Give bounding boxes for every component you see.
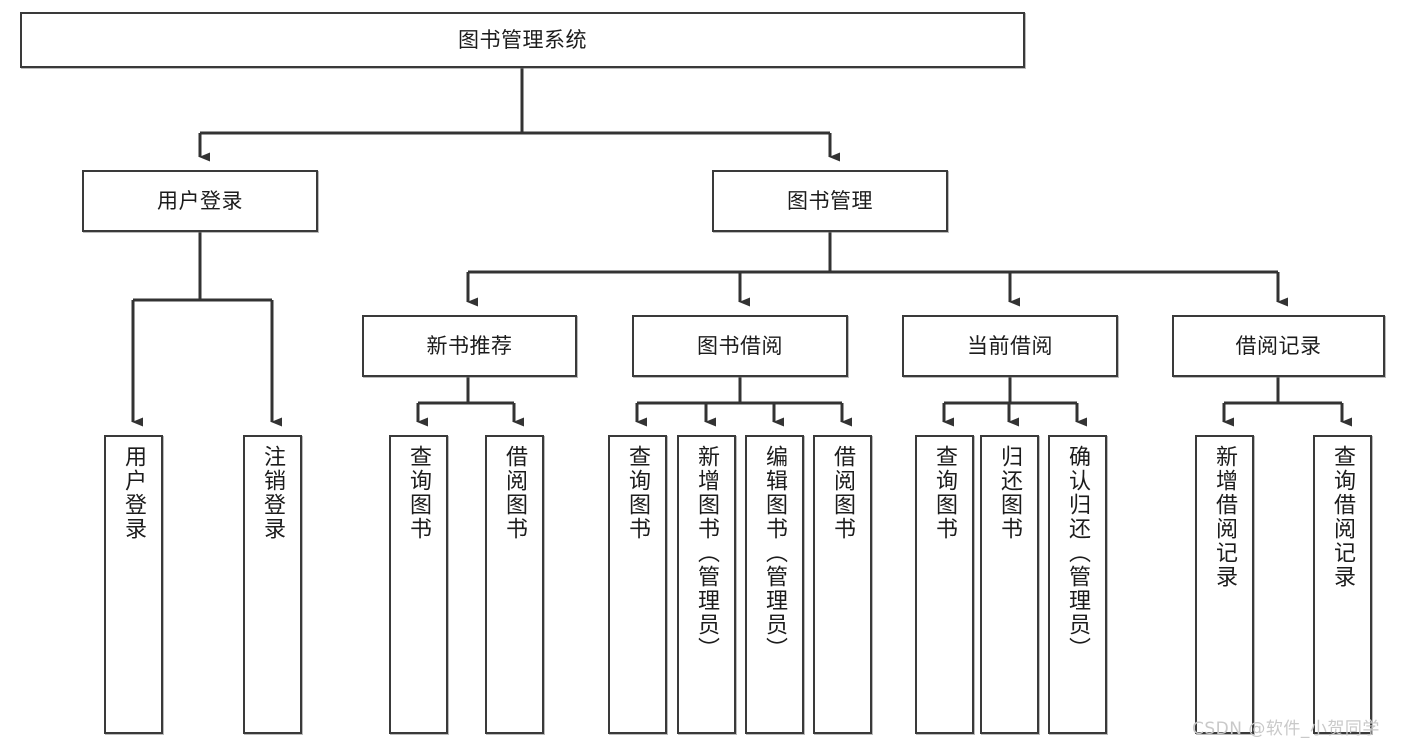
node-leaf-user-login-login[interactable]: 用户登录	[104, 435, 163, 734]
node-current-borrow[interactable]: 当前借阅	[902, 315, 1118, 377]
node-label: 注销登录	[260, 445, 286, 541]
node-leaf-current-borrow-return[interactable]: 归还图书	[980, 435, 1039, 734]
node-label: 用户登录	[157, 188, 243, 213]
node-leaf-current-borrow-query[interactable]: 查询图书	[915, 435, 974, 734]
node-leaf-book-borrow-add[interactable]: 新增图书（管理员）	[677, 435, 736, 734]
node-user-login[interactable]: 用户登录	[82, 170, 318, 232]
node-label: 查询图书	[406, 445, 432, 541]
node-new-book-recommend[interactable]: 新书推荐	[362, 315, 577, 377]
node-label: 用户登录	[121, 445, 147, 541]
node-leaf-new-book-borrow[interactable]: 借阅图书	[485, 435, 544, 734]
node-label: 查询图书	[625, 445, 651, 541]
node-leaf-book-borrow-edit[interactable]: 编辑图书（管理员）	[745, 435, 804, 734]
node-label: 新增图书（管理员）	[694, 445, 720, 661]
node-leaf-user-login-logout[interactable]: 注销登录	[243, 435, 302, 734]
node-book-borrow[interactable]: 图书借阅	[632, 315, 848, 377]
node-label: 归还图书	[997, 445, 1023, 541]
node-leaf-current-borrow-confirm-return[interactable]: 确认归还（管理员）	[1048, 435, 1107, 734]
node-label: 查询图书	[932, 445, 958, 541]
node-label: 编辑图书（管理员）	[762, 445, 788, 661]
node-label: 图书管理系统	[458, 27, 587, 52]
node-label: 图书借阅	[697, 333, 783, 358]
node-borrow-record[interactable]: 借阅记录	[1172, 315, 1385, 377]
node-label: 借阅图书	[830, 445, 856, 541]
node-leaf-borrow-record-add[interactable]: 新增借阅记录	[1195, 435, 1254, 734]
node-leaf-borrow-record-query[interactable]: 查询借阅记录	[1313, 435, 1372, 734]
node-label: 确认归还（管理员）	[1065, 445, 1091, 661]
node-label: 新书推荐	[426, 333, 513, 358]
node-label: 图书管理	[787, 188, 873, 213]
node-label: 新增借阅记录	[1212, 445, 1238, 589]
node-leaf-book-borrow-borrow[interactable]: 借阅图书	[813, 435, 872, 734]
node-leaf-book-borrow-query[interactable]: 查询图书	[608, 435, 667, 734]
node-leaf-new-book-query[interactable]: 查询图书	[389, 435, 448, 734]
node-label: 查询借阅记录	[1330, 445, 1356, 589]
node-label: 借阅图书	[502, 445, 528, 541]
node-root-book-management-system[interactable]: 图书管理系统	[20, 12, 1025, 68]
node-label: 当前借阅	[967, 333, 1053, 358]
csdn-watermark: CSDN @软件_小贺同学	[1192, 719, 1380, 739]
node-label: 借阅记录	[1235, 333, 1322, 358]
node-book-management[interactable]: 图书管理	[712, 170, 948, 232]
